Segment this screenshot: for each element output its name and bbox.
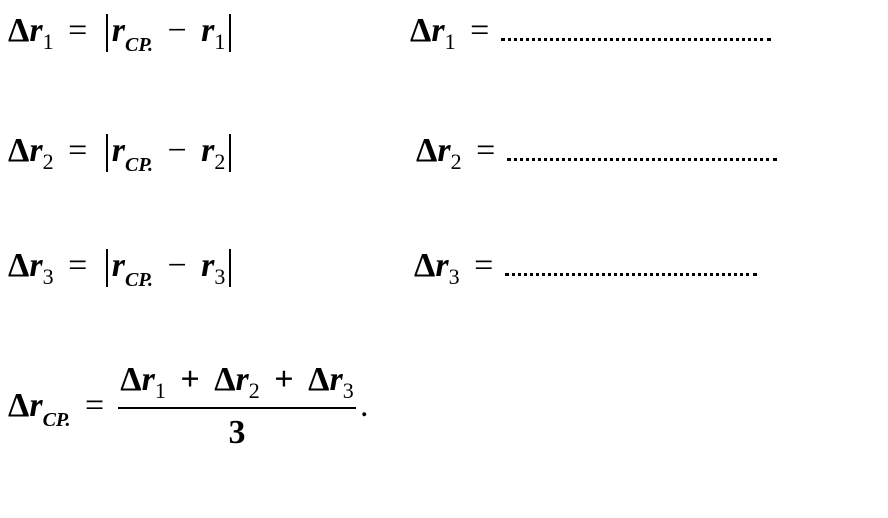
delta-symbol: Δ — [8, 387, 30, 424]
equals-sign: = — [68, 247, 88, 284]
minus-sign: − — [167, 132, 187, 169]
r-variable: r — [201, 247, 215, 284]
equals-sign: = — [470, 12, 490, 49]
equals-sign: = — [85, 387, 105, 424]
abs-bar-left — [105, 134, 108, 173]
delta-symbol: Δ — [414, 247, 436, 284]
equals-sign: = — [68, 132, 88, 169]
r-variable: r — [435, 247, 449, 284]
answer-row-3: Δr3 = — [414, 246, 758, 289]
subscript-index: 3 — [42, 264, 54, 289]
delta-symbol: Δ — [8, 12, 30, 49]
answer-blank[interactable] — [501, 12, 772, 41]
minus-sign: − — [167, 12, 187, 49]
formula-row-3: Δr3 = rCP. − r3 — [8, 246, 235, 291]
delta-symbol: Δ — [120, 361, 142, 398]
delta-symbol: Δ — [8, 247, 30, 284]
subscript-index: 1 — [42, 29, 54, 54]
r-variable: r — [29, 247, 43, 284]
r-variable: r — [111, 247, 125, 284]
answer-row-1: Δr1 = — [410, 11, 772, 54]
average-lhs: ΔrCP. = — [8, 386, 110, 431]
r-variable: r — [431, 12, 445, 49]
abs-bar-left — [105, 14, 108, 53]
delta-symbol: Δ — [8, 132, 30, 169]
delta-symbol: Δ — [416, 132, 438, 169]
r-variable: r — [111, 12, 125, 49]
subscript-index: 2 — [42, 149, 54, 174]
subscript-index: 3 — [214, 264, 226, 289]
r-variable: r — [329, 361, 343, 398]
minus-sign: − — [167, 247, 187, 284]
equals-sign: = — [68, 12, 88, 49]
subscript-index: 1 — [154, 378, 166, 403]
fraction-bar — [118, 407, 356, 409]
plus-sign: + — [274, 361, 294, 398]
r-variable: r — [111, 132, 125, 169]
delta-symbol: Δ — [214, 361, 236, 398]
subscript-cp: CP. — [124, 154, 153, 176]
abs-bar-right — [229, 14, 232, 53]
r-variable: r — [437, 132, 451, 169]
r-variable: r — [235, 361, 249, 398]
formula-row-2: Δr2 = rCP. − r2 — [8, 131, 235, 176]
answer-blank[interactable] — [507, 132, 778, 161]
equals-sign: = — [474, 247, 494, 284]
subscript-index: 1 — [214, 29, 226, 54]
formula-row-1: Δr1 = rCP. − r1 — [8, 11, 235, 56]
abs-bar-right — [229, 249, 232, 288]
delta-symbol: Δ — [308, 361, 330, 398]
r-variable: r — [141, 361, 155, 398]
subscript-index: 3 — [342, 378, 354, 403]
r-variable: r — [201, 132, 215, 169]
fraction: Δr1 + Δr2 + Δr3 3 — [118, 360, 356, 453]
subscript-cp: CP. — [124, 34, 153, 56]
subscript-index: 3 — [448, 264, 460, 289]
abs-bar-left — [105, 249, 108, 288]
delta-symbol: Δ — [410, 12, 432, 49]
r-variable: r — [29, 387, 43, 424]
answer-blank[interactable] — [505, 247, 758, 276]
subscript-cp: CP. — [42, 409, 71, 431]
plus-sign: + — [180, 361, 200, 398]
r-variable: r — [201, 12, 215, 49]
answer-row-2: Δr2 = — [416, 131, 778, 174]
subscript-index: 2 — [450, 149, 462, 174]
subscript-cp: CP. — [124, 269, 153, 291]
equals-sign: = — [476, 132, 496, 169]
period: . — [360, 387, 369, 424]
r-variable: r — [29, 132, 43, 169]
abs-bar-right — [229, 134, 232, 173]
r-variable: r — [29, 12, 43, 49]
fraction-numerator: Δr1 + Δr2 + Δr3 — [118, 360, 356, 403]
fraction-denominator: 3 — [228, 414, 246, 451]
subscript-index: 2 — [248, 378, 260, 403]
subscript-index: 1 — [444, 29, 456, 54]
subscript-index: 2 — [214, 149, 226, 174]
